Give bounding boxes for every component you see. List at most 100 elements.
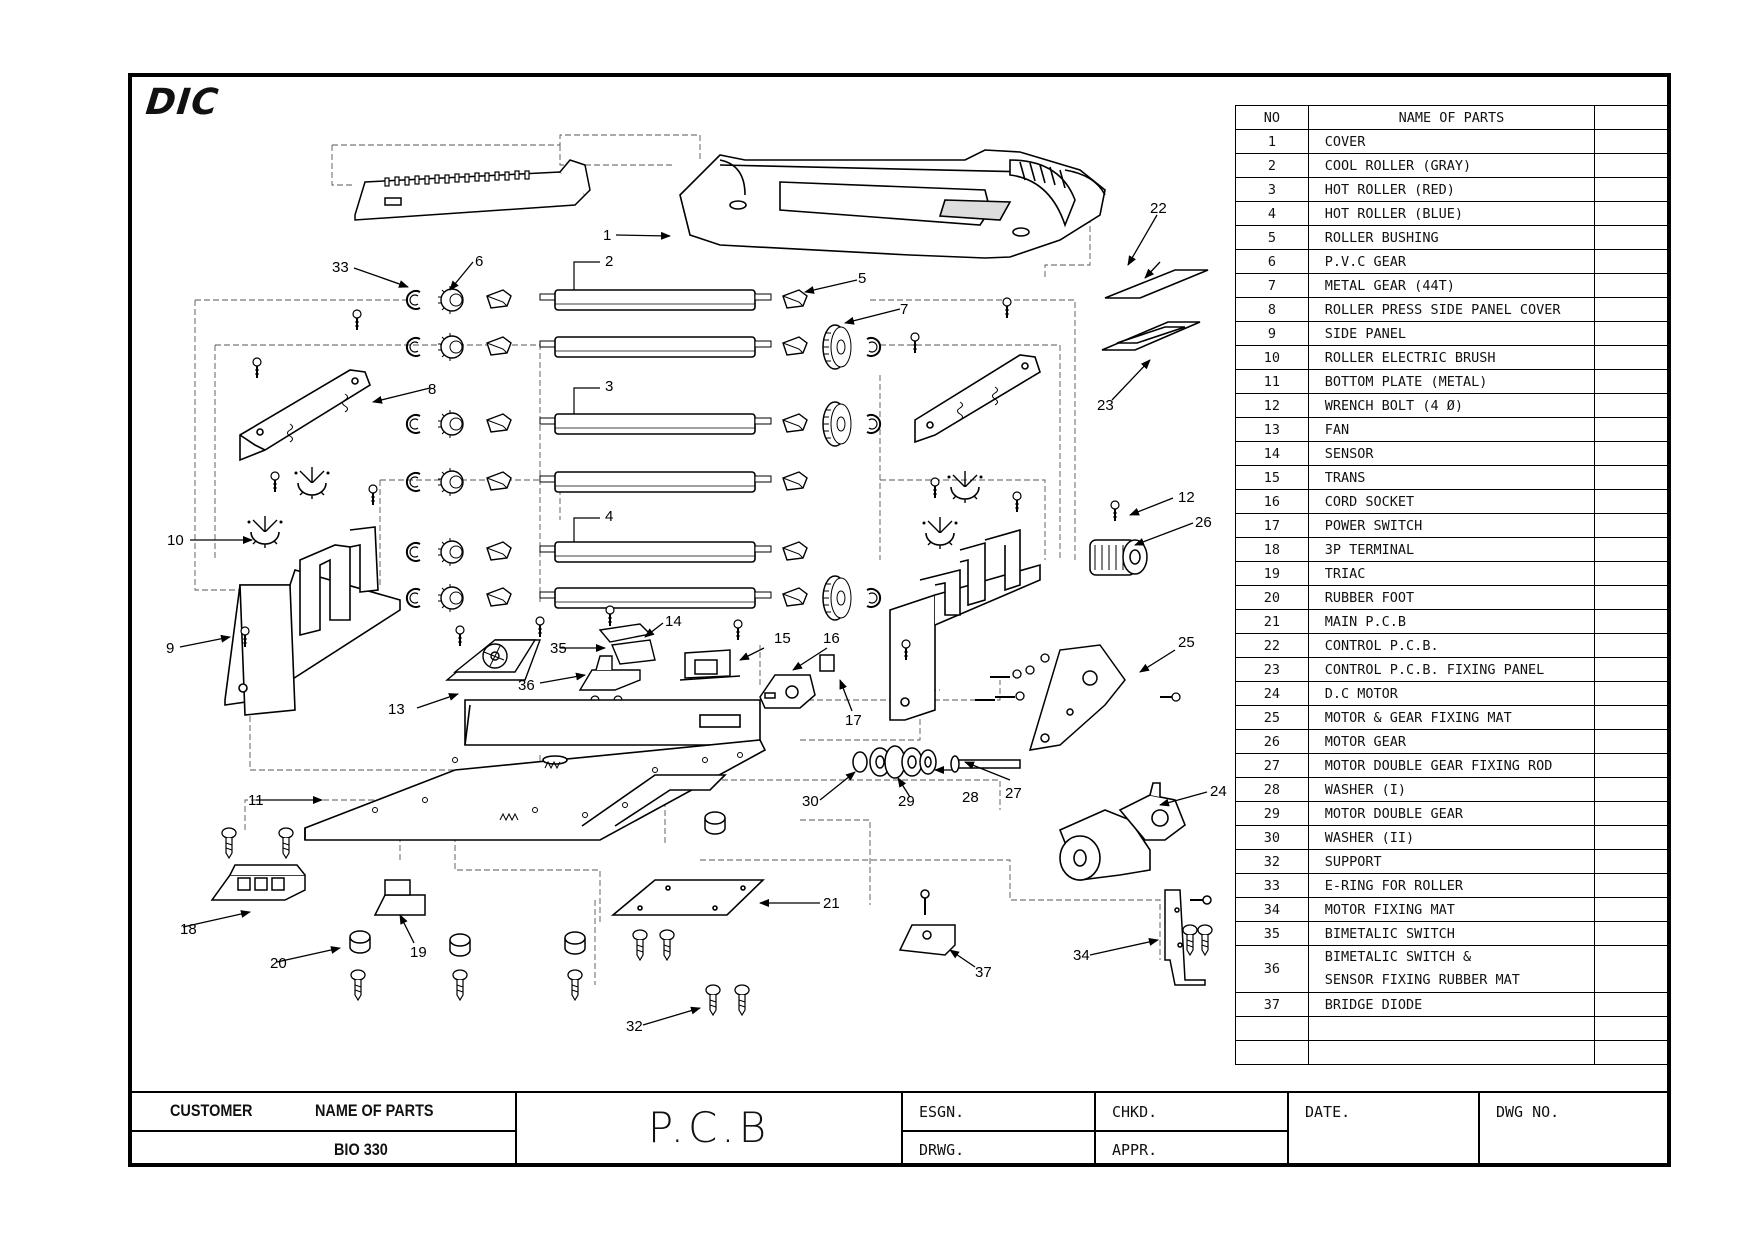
part-name: TRANS [1307, 465, 1596, 490]
callout-37: 37 [975, 964, 992, 981]
bimetal-switch-parts [578, 623, 656, 691]
callout-10: 10 [167, 532, 184, 549]
part-extra [1594, 249, 1668, 274]
part-extra [1594, 849, 1668, 874]
transformer [679, 649, 741, 681]
part-no: 35 [1235, 921, 1309, 946]
part-name: MOTOR DOUBLE GEAR [1307, 801, 1596, 826]
part-no: 7 [1235, 273, 1309, 298]
part-extra [1594, 1040, 1668, 1065]
part-extra [1594, 921, 1668, 946]
part-no: 2 [1235, 153, 1309, 178]
callout-5: 5 [858, 270, 866, 287]
date-label: DATE. [1305, 1103, 1351, 1121]
part-name: WRENCH BOLT (4 Ø) [1307, 393, 1596, 418]
part-name: 3P TERMINAL [1307, 537, 1596, 562]
part-no: 21 [1235, 609, 1309, 634]
motor-fixing-mat [1164, 889, 1212, 986]
part-name: D.C MOTOR [1307, 681, 1596, 706]
callout-35: 35 [550, 640, 567, 657]
part-name-cell: P.C.B [515, 1093, 901, 1166]
part-extra [1594, 489, 1668, 514]
part-no: 14 [1235, 441, 1309, 466]
part-extra [1594, 393, 1668, 418]
part-extra [1594, 873, 1668, 898]
callout-23: 23 [1097, 397, 1114, 414]
chkd-cell: CHKD. APPR. [1094, 1093, 1287, 1166]
part-name: RUBBER FOOT [1307, 585, 1596, 610]
part-name: MOTOR GEAR [1307, 729, 1596, 754]
callout-2: 2 [605, 253, 613, 270]
part-extra [1594, 1016, 1668, 1041]
table-row-empty [1235, 1016, 1668, 1041]
part-name: E-RING FOR ROLLER [1307, 873, 1596, 898]
part-no: 15 [1235, 465, 1309, 490]
part-name: BOTTOM PLATE (METAL) [1307, 369, 1596, 394]
part-name: WASHER (I) [1307, 777, 1596, 802]
customer-label: CUSTOMER [170, 1101, 253, 1120]
part-name: SENSOR [1307, 441, 1596, 466]
main-pcb [610, 879, 765, 916]
part-no: 18 [1235, 537, 1309, 562]
header-name-of-parts: NAME OF PARTS [1307, 105, 1596, 130]
exploded-view-diagram: 1 2 3 4 5 6 7 8 9 10 11 12 13 14 15 16 1… [166, 134, 1227, 1035]
part-extra [1594, 177, 1668, 202]
callout-16: 16 [823, 630, 840, 647]
callout-21: 21 [823, 895, 840, 912]
roller-row-6 [405, 575, 882, 621]
part-name [1307, 1040, 1596, 1065]
chkd-label: CHKD. [1112, 1103, 1158, 1121]
part-name: MAIN P.C.B [1307, 609, 1596, 634]
part-extra [1594, 537, 1668, 562]
part-no: 6 [1235, 249, 1309, 274]
part-extra [1594, 513, 1668, 538]
part-extra [1594, 609, 1668, 634]
power-switch [819, 654, 835, 672]
part-extra [1594, 417, 1668, 442]
dc-motor [1058, 782, 1186, 881]
part-no: 8 [1235, 297, 1309, 322]
callout-1: 1 [603, 227, 611, 244]
part-extra [1594, 777, 1668, 802]
part-name: HOT ROLLER (RED) [1307, 177, 1596, 202]
title-block: CUSTOMER NAME OF PARTS BIO 330 P.C.B ESG… [132, 1091, 1667, 1166]
drwg-label: DRWG. [919, 1141, 965, 1159]
part-no: 32 [1235, 849, 1309, 874]
drawing-frame [128, 73, 1671, 1167]
part-no: 13 [1235, 417, 1309, 442]
part-name: SUPPORT [1307, 849, 1596, 874]
parts-table-header: NO NAME OF PARTS [1235, 105, 1668, 130]
callout-25: 25 [1178, 634, 1195, 651]
callout-36: 36 [518, 677, 535, 694]
callout-27: 27 [1005, 785, 1022, 802]
callout-24: 24 [1210, 783, 1227, 800]
part-name-line-1: BIMETALIC SWITCH & [1324, 949, 1472, 965]
motor-gear [1089, 539, 1148, 576]
part-name: METAL GEAR (44T) [1307, 273, 1596, 298]
part-no: 16 [1235, 489, 1309, 514]
part-name: CONTROL P.C.B. FIXING PANEL [1307, 657, 1596, 682]
callout-13: 13 [388, 701, 405, 718]
part-no: 26 [1235, 729, 1309, 754]
roller-electric-brush [293, 466, 331, 500]
part-no [1235, 1016, 1309, 1041]
roller-row-4 [405, 467, 808, 497]
part-no [1235, 1040, 1309, 1065]
callout-14: 14 [665, 613, 682, 630]
part-extra [1594, 657, 1668, 682]
model-name: BIO 330 [334, 1140, 388, 1159]
part-name: CORD SOCKET [1307, 489, 1596, 514]
